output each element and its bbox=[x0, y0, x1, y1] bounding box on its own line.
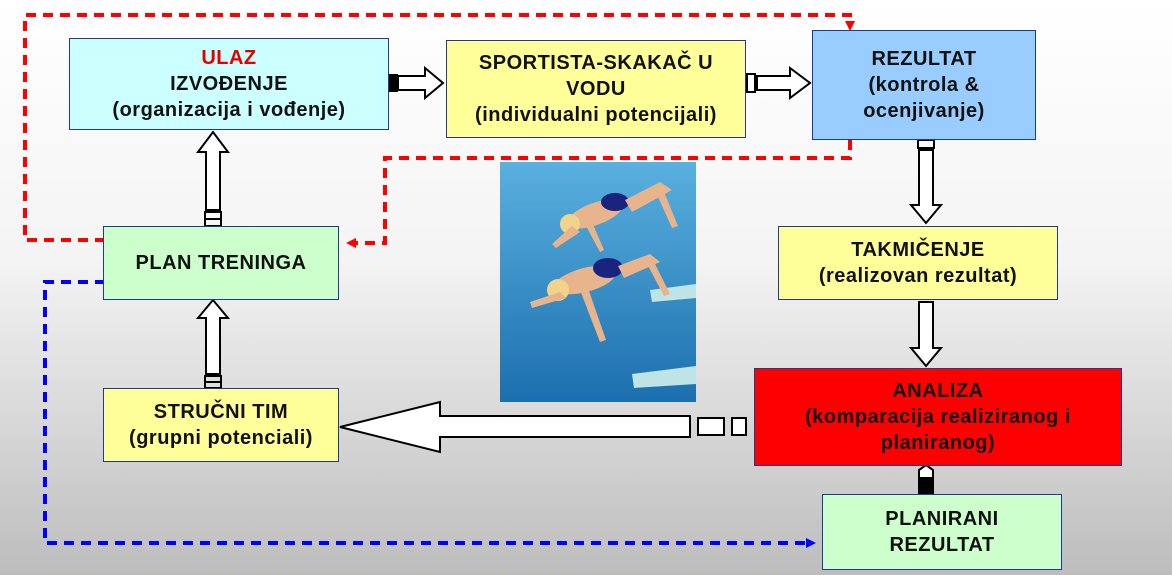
arrow-strucni-to-plan bbox=[195, 298, 231, 389]
box-analiza: ANALIZA (komparacija realiziranog i plan… bbox=[754, 368, 1122, 466]
box-planirani-rezultat: PLANIRANI REZULTAT bbox=[822, 494, 1062, 570]
takmicenje-label: TAKMIČENJE bbox=[851, 239, 985, 261]
analiza-subtitle-2: planiranog) bbox=[880, 432, 996, 454]
ulaz-label: ULAZ bbox=[201, 47, 257, 69]
red-dashed-feedback-top bbox=[23, 13, 855, 242]
box-rezultat: REZULTAT (kontrola & ocenjivanje) bbox=[812, 30, 1036, 140]
arrow-takmicenje-to-analiza bbox=[908, 301, 944, 368]
red-dashed-feedback-inner bbox=[346, 140, 852, 248]
diver-1 bbox=[552, 182, 678, 252]
rezultat-subtitle-2: ocenjivanje) bbox=[863, 100, 985, 122]
takmicenje-subtitle: (realizovan rezultat) bbox=[818, 265, 1018, 287]
strucni-tim-subtitle: (grupni potenciali) bbox=[129, 427, 313, 449]
sportista-label: SPORTISTA-SKAKAČ U bbox=[478, 52, 714, 74]
box-takmicenje: TAKMIČENJE (realizovan rezultat) bbox=[778, 226, 1058, 300]
arrow-ulaz-to-sportista bbox=[388, 65, 445, 101]
izvodjenje-subtitle: (organizacija i vođenje) bbox=[112, 99, 346, 121]
divers-photo bbox=[500, 162, 696, 402]
sportista-subtitle: (individualni potencijali) bbox=[475, 104, 717, 126]
box-strucni-tim: STRUČNI TIM (grupni potenciali) bbox=[103, 388, 339, 462]
plan-treninga-label: PLAN TRENINGA bbox=[135, 252, 307, 274]
arrow-sportista-to-rezultat bbox=[746, 66, 812, 100]
rezultat-label: REZULTAT bbox=[871, 48, 977, 70]
sportista-label-2: VODU bbox=[566, 78, 626, 100]
box-ulaz-izvodjenje: ULAZ IZVOĐENJE (organizacija i vođenje) bbox=[69, 38, 389, 130]
arrow-planirani-to-analiza bbox=[918, 463, 934, 494]
planirani-label-2: REZULTAT bbox=[889, 534, 995, 556]
diver-2 bbox=[530, 254, 670, 342]
strucni-tim-label: STRUČNI TIM bbox=[153, 401, 289, 423]
analiza-subtitle-1: (komparacija realiziranog i bbox=[805, 406, 1071, 428]
rezultat-subtitle-1: (kontrola & bbox=[868, 74, 980, 96]
izvodjenje-label: IZVOĐENJE bbox=[170, 73, 288, 95]
blue-dashed-plan-link bbox=[43, 280, 816, 548]
arrow-analiza-to-strucni bbox=[339, 400, 747, 454]
box-sportista: SPORTISTA-SKAKAČ U VODU (individualni po… bbox=[446, 40, 746, 138]
arrow-rezultat-to-takmicenje bbox=[908, 139, 944, 225]
divers-illustration bbox=[500, 162, 696, 402]
planirani-label: PLANIRANI bbox=[885, 508, 999, 530]
arrow-plan-to-ulaz bbox=[196, 130, 230, 227]
analiza-label: ANALIZA bbox=[892, 380, 984, 402]
box-plan-treninga: PLAN TRENINGA bbox=[103, 226, 339, 300]
